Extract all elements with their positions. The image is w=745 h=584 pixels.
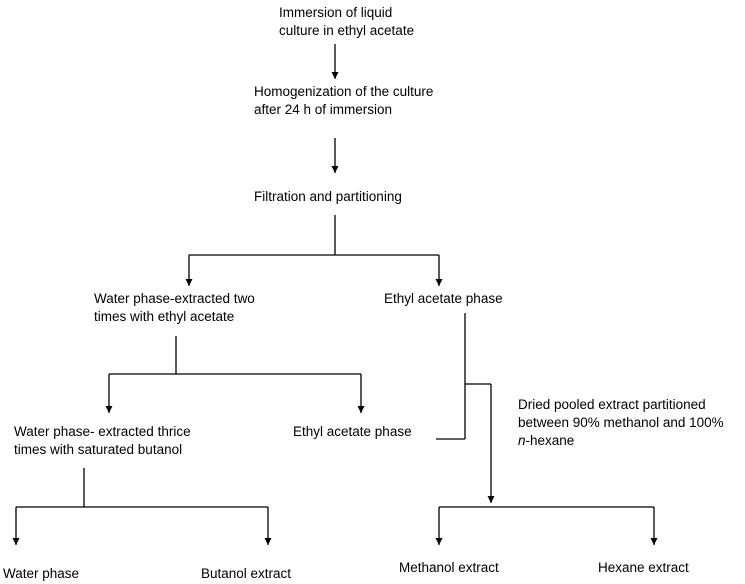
node-water-phase-2-line-1: Water phase- extracted thrice	[14, 424, 191, 439]
node-water-phase-final-label: Water phase	[3, 566, 80, 581]
node-homogenization-line-1: Homogenization of the culture	[254, 84, 434, 99]
node-immersion: Immersion of liquid culture in ethyl ace…	[279, 4, 414, 40]
node-homogenization-line-2: after 24 h of immersion	[254, 102, 393, 117]
node-dried-pooled-hexane: -hexane	[525, 433, 575, 448]
node-ethyl-acetate-phase-1: Ethyl acetate phase	[384, 290, 503, 308]
node-homogenization: Homogenization of the culture after 24 h…	[254, 83, 433, 119]
node-immersion-line-2: culture in ethyl acetate	[279, 23, 415, 38]
node-water-phase-final: Water phase	[3, 565, 79, 583]
node-dried-pooled-line-1: Dried pooled extract partitioned	[518, 397, 706, 412]
node-methanol-extract-label: Methanol extract	[399, 560, 499, 575]
node-filtration: Filtration and partitioning	[254, 188, 402, 206]
node-water-phase-1: Water phase-extracted two times with eth…	[94, 290, 255, 326]
node-dried-pooled-line-2: between 90% methanol and 100%	[518, 415, 724, 430]
node-water-phase-2: Water phase- extracted thrice times with…	[14, 423, 191, 459]
node-filtration-label: Filtration and partitioning	[254, 189, 402, 204]
node-dried-pooled-line-3: n-hexane	[518, 432, 724, 450]
node-water-phase-1-line-1: Water phase-extracted two	[94, 291, 255, 306]
node-water-phase-1-line-2: times with ethyl acetate	[94, 309, 235, 324]
node-ethyl-acetate-phase-2-label: Ethyl acetate phase	[293, 424, 412, 439]
node-immersion-line-1: Immersion of liquid	[279, 5, 393, 20]
node-butanol-extract: Butanol extract	[201, 565, 291, 583]
node-butanol-extract-label: Butanol extract	[201, 566, 292, 581]
node-hexane-extract: Hexane extract	[598, 559, 689, 577]
node-water-phase-2-line-2: times with saturated butanol	[14, 442, 183, 457]
node-methanol-extract: Methanol extract	[399, 559, 499, 577]
node-dried-pooled-italic-n: n	[518, 433, 526, 448]
node-dried-pooled-extract: Dried pooled extract partitioned between…	[518, 396, 724, 450]
node-ethyl-acetate-phase-1-label: Ethyl acetate phase	[384, 291, 503, 306]
node-ethyl-acetate-phase-2: Ethyl acetate phase	[293, 423, 412, 441]
node-hexane-extract-label: Hexane extract	[598, 560, 689, 575]
